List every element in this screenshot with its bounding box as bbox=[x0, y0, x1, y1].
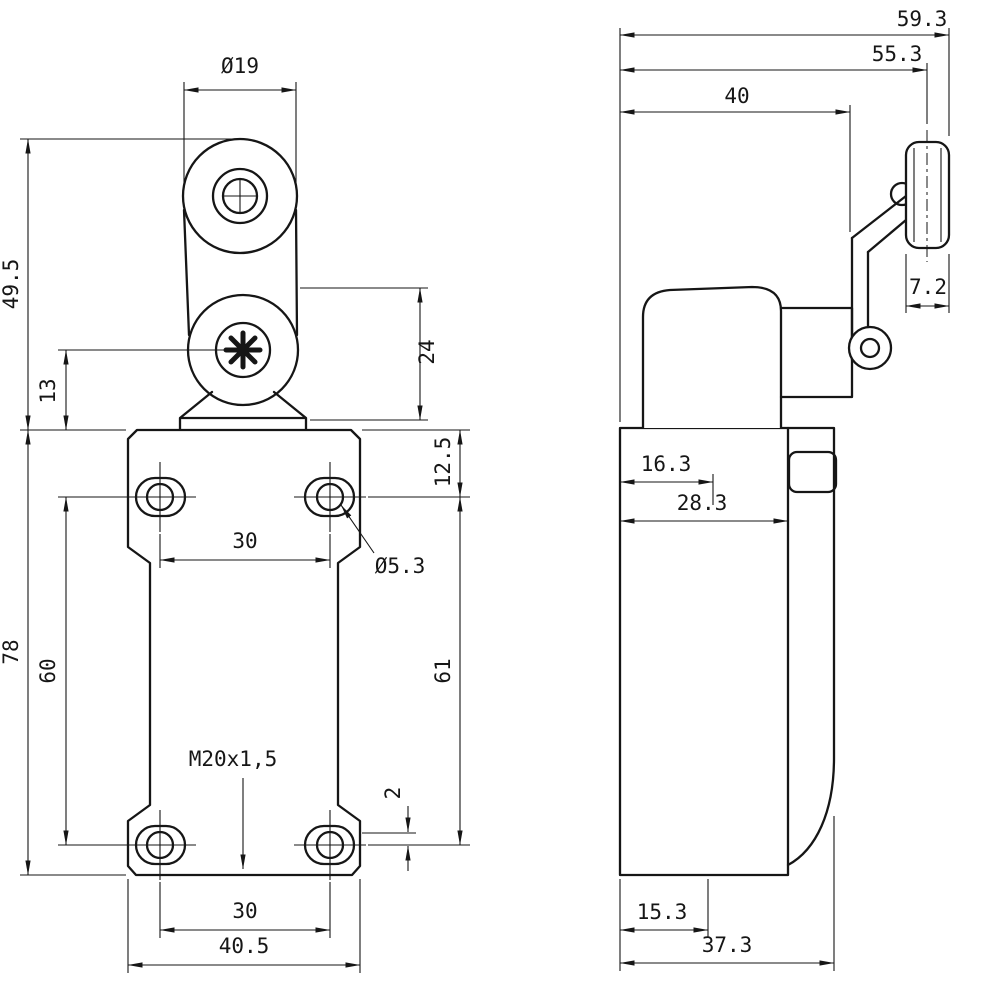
lever-bolt-center bbox=[859, 337, 881, 359]
dim-lever-height: 49.5 bbox=[0, 138, 234, 431]
dim-base-depth: 37.3 bbox=[619, 816, 835, 971]
hole-centerlines bbox=[125, 178, 366, 880]
dim-label-front-offset: 16.3 bbox=[641, 452, 692, 476]
front-view: Ø19 49.5 13 78 60 24 bbox=[0, 54, 470, 973]
head-base bbox=[178, 390, 308, 431]
dim-label-conduit-thread: M20x1,5 bbox=[189, 747, 278, 771]
dim-label-body-height: 78 bbox=[0, 639, 23, 664]
dim-roller-diameter: Ø19 bbox=[183, 54, 297, 188]
dim-label-hole-spacing-bottom: 30 bbox=[232, 899, 257, 923]
dim-front-offset: 16.3 bbox=[619, 452, 714, 505]
dim-label-roller-plane: 55.3 bbox=[872, 42, 923, 66]
side-view: 59.3 55.3 40 7.2 16.3 28.3 bbox=[618, 7, 951, 971]
dim-roller-plane: 55.3 bbox=[619, 42, 928, 124]
dim-housing-depth: 40 bbox=[619, 84, 851, 232]
dim-pivot-to-top: 13 bbox=[36, 349, 243, 431]
side-clamp-block bbox=[787, 450, 838, 494]
label-conduit-thread: M20x1,5 bbox=[189, 747, 278, 870]
dim-lever-plane: 28.3 bbox=[619, 491, 789, 524]
dim-label-pivot-to-top: 13 bbox=[36, 378, 60, 403]
dim-hole-spacing-bottom: 30 bbox=[159, 882, 331, 938]
side-head-block bbox=[779, 306, 854, 399]
front-view-outline bbox=[125, 137, 366, 880]
dim-label-lever-plane: 28.3 bbox=[677, 491, 728, 515]
lever-right-edge bbox=[294, 208, 299, 337]
dim-roller-width: 7.2 bbox=[905, 254, 950, 313]
dim-body-width: 40.5 bbox=[127, 879, 361, 973]
roller-outline bbox=[181, 137, 299, 255]
side-head bbox=[641, 285, 783, 428]
dim-bottom-offset: 15.3 bbox=[619, 879, 709, 971]
side-roller-faces bbox=[913, 148, 942, 242]
dim-hole-spacing-top: 30 bbox=[159, 529, 331, 568]
roller-bearing bbox=[211, 167, 269, 225]
dim-hole-edge-offset: 2 bbox=[362, 787, 416, 871]
dim-label-hole-edge-offset: 2 bbox=[381, 787, 405, 800]
dim-label-roller-width: 7.2 bbox=[909, 275, 947, 299]
dim-label-roller-diameter: Ø19 bbox=[221, 54, 259, 78]
dim-head-height: 24 bbox=[300, 287, 439, 421]
lever-bolt bbox=[847, 325, 893, 371]
dim-label-base-depth: 37.3 bbox=[702, 933, 753, 957]
switch-body bbox=[126, 428, 362, 877]
dim-top-to-hole: 12.5 bbox=[362, 429, 470, 498]
dim-body-height: 78 bbox=[0, 429, 126, 876]
lever-left-edge bbox=[182, 208, 191, 337]
dim-label-lever-height: 49.5 bbox=[0, 259, 23, 310]
dim-hole-diameter: Ø5.3 bbox=[340, 504, 426, 578]
dim-label-head-height: 24 bbox=[415, 339, 439, 364]
dim-label-housing-depth: 40 bbox=[724, 84, 749, 108]
dim-label-hole-diameter: Ø5.3 bbox=[375, 554, 426, 578]
dim-label-hole-spacing-top: 30 bbox=[232, 529, 257, 553]
dim-overall-depth: 59.3 bbox=[619, 7, 950, 422]
dim-label-hole-span-right: 61 bbox=[431, 658, 455, 683]
side-view-outline bbox=[618, 130, 951, 877]
dim-label-body-width: 40.5 bbox=[219, 934, 270, 958]
dim-label-hole-spacing-left: 60 bbox=[36, 658, 60, 683]
dim-hole-spacing-left: 60 bbox=[36, 496, 125, 846]
dim-label-top-to-hole: 12.5 bbox=[431, 437, 455, 488]
dim-label-bottom-offset: 15.3 bbox=[637, 900, 688, 924]
dim-label-overall-depth: 59.3 bbox=[897, 7, 948, 31]
dim-hole-span-right: 61 bbox=[368, 496, 470, 846]
